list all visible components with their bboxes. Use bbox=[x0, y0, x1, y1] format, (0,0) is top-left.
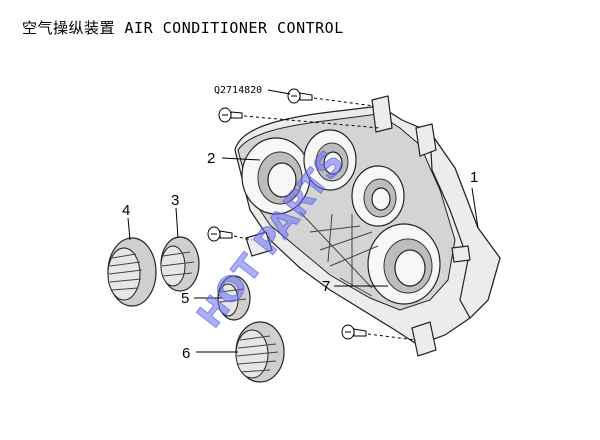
callout-3: 3 bbox=[171, 192, 179, 209]
knob-5 bbox=[217, 275, 251, 321]
dial-opening-right bbox=[367, 223, 441, 305]
screw-middle bbox=[207, 226, 233, 242]
callout-5: 5 bbox=[181, 290, 189, 307]
callout-7: 7 bbox=[322, 278, 330, 295]
knob-6 bbox=[235, 321, 285, 383]
knob-4 bbox=[107, 237, 157, 307]
callout-1: 1 bbox=[470, 169, 478, 186]
callout-6: 6 bbox=[182, 345, 190, 362]
dial-opening-top bbox=[303, 129, 357, 191]
part-number-label: Q2714820 bbox=[214, 85, 262, 96]
housing-ribs bbox=[299, 211, 379, 297]
callout-4: 4 bbox=[122, 202, 130, 219]
dial-opening-middle bbox=[351, 165, 405, 227]
screw-top bbox=[287, 88, 313, 104]
screw-top-left bbox=[218, 107, 243, 123]
knob-3 bbox=[160, 236, 200, 292]
callout-2: 2 bbox=[207, 150, 215, 167]
control-housing bbox=[234, 95, 501, 357]
screw-bottom bbox=[341, 324, 367, 340]
dial-opening-left bbox=[241, 137, 311, 215]
diagram-title: 空气操纵装置 AIR CONDITIONER CONTROL bbox=[22, 19, 344, 37]
